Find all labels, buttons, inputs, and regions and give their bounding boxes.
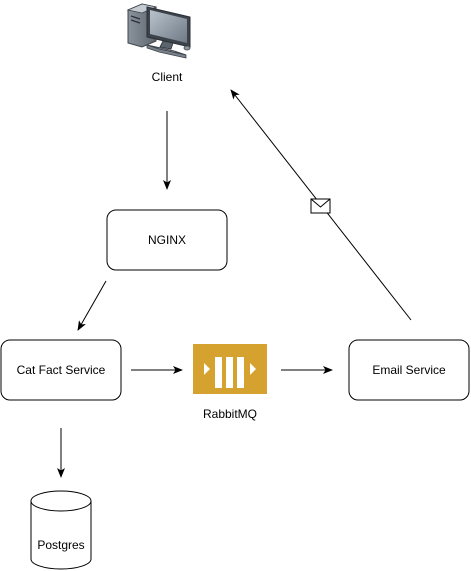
email-service-box <box>348 339 470 401</box>
email-service-node: Email Service <box>348 339 470 401</box>
desktop-computer-icon <box>126 3 191 59</box>
nginx-box <box>106 209 228 271</box>
client-node: Client <box>126 3 191 84</box>
edge-nginx-to-cat-fact-service <box>77 280 107 331</box>
postgres-node: Postgres <box>30 490 92 570</box>
email-service-label: Email Service <box>372 363 446 377</box>
envelope-icon <box>310 198 331 214</box>
rabbitmq-label: RabbitMQ <box>203 407 257 421</box>
postgres-label: Postgres <box>37 538 84 552</box>
message-queue-icon <box>193 344 267 394</box>
database-cylinder-icon <box>30 490 92 570</box>
client-label: Client <box>152 70 183 84</box>
cat-fact-service-label: Cat Fact Service <box>17 363 106 377</box>
nginx-label: NGINX <box>148 233 186 247</box>
cat-fact-service-node: Cat Fact Service <box>0 339 122 401</box>
rabbitmq-node: RabbitMQ <box>193 344 267 421</box>
nginx-node: NGINX <box>106 209 228 271</box>
cat-fact-service-box <box>0 339 122 401</box>
